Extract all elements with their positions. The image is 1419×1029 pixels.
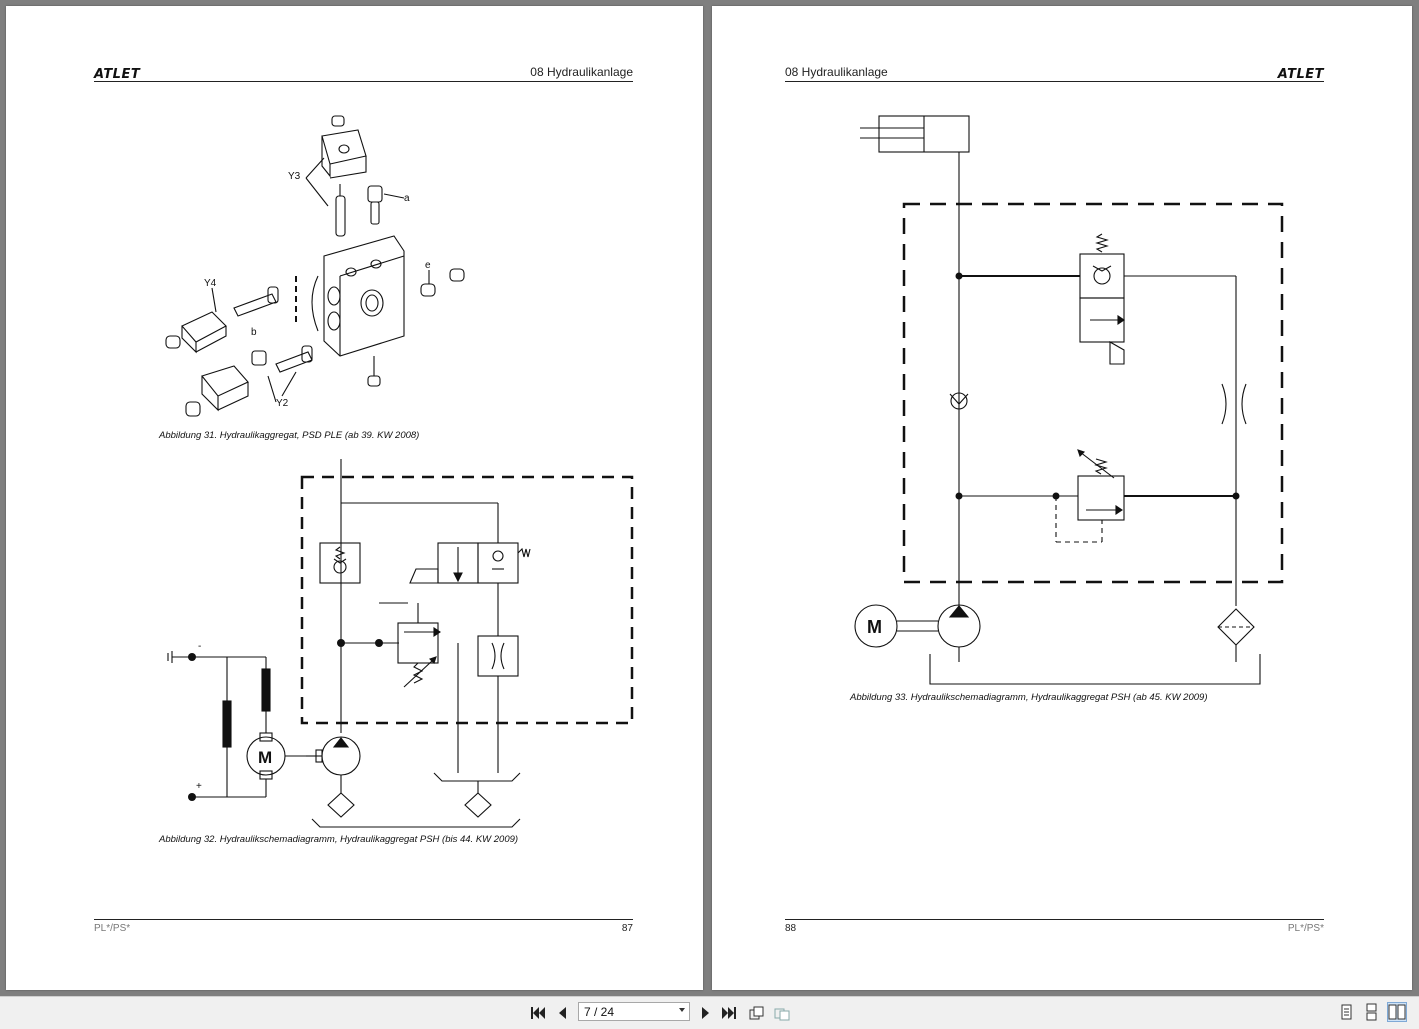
figure-31-exploded-view: Y3 a e Y4 b Y2: [165, 115, 465, 417]
continuous-icon[interactable]: [1361, 1002, 1381, 1022]
rotate-icon[interactable]: [746, 1003, 766, 1023]
plus-label: +: [196, 781, 202, 792]
atlet-logo: ATLET: [1277, 67, 1324, 82]
left-page: ATLET 08 Hydraulikanlage: [6, 6, 703, 990]
motor-label: M: [867, 617, 882, 637]
page-indicator[interactable]: 7 / 24: [578, 1002, 690, 1021]
header-rule: [785, 81, 1324, 82]
atlet-logo: ATLET: [94, 67, 141, 82]
label-y2: Y2: [276, 398, 289, 409]
first-page-icon[interactable]: [528, 1003, 548, 1023]
page-indicator-text: 7 / 24: [584, 1004, 615, 1019]
previous-page-icon[interactable]: [552, 1003, 572, 1023]
figure-32-schematic: M - +: [167, 459, 634, 828]
header-rule: [94, 81, 633, 82]
footer-model: PL*/PS*: [94, 923, 131, 934]
footer-rule: [785, 919, 1324, 920]
page-number: 87: [621, 923, 633, 934]
right-page: 08 Hydraulikanlage ATLET: [712, 6, 1412, 990]
next-page-icon[interactable]: [696, 1003, 716, 1023]
label-a: a: [404, 193, 410, 204]
chapter-title: 08 Hydraulikanlage: [785, 65, 888, 79]
footer-model: PL*/PS*: [1287, 923, 1324, 934]
viewer-toolbar: 7 / 24: [0, 996, 1419, 1029]
chevron-down-icon: [679, 1008, 685, 1012]
last-page-icon[interactable]: [719, 1003, 739, 1023]
figure-33-schematic: M: [854, 115, 1284, 685]
chapter-title: 08 Hydraulikanlage: [530, 65, 633, 79]
label-y4: Y4: [204, 278, 217, 289]
page-number: 88: [785, 923, 797, 934]
figure-33-caption: Abbildung 33. Hydraulikschemadiagramm, H…: [850, 692, 1208, 703]
figure-31-caption: Abbildung 31. Hydraulikaggregat, PSD PLE…: [159, 430, 420, 441]
two-page-icon[interactable]: [1387, 1002, 1407, 1022]
fit-page-icon[interactable]: [772, 1003, 792, 1023]
minus-label: -: [198, 641, 201, 652]
label-b: b: [251, 327, 257, 338]
single-page-icon[interactable]: [1336, 1002, 1356, 1022]
footer-rule: [94, 919, 633, 920]
figure-32-caption: Abbildung 32. Hydraulikschemadiagramm, H…: [159, 834, 519, 845]
label-e: e: [425, 260, 431, 271]
label-y3: Y3: [288, 171, 301, 182]
motor-label: M: [258, 748, 272, 767]
